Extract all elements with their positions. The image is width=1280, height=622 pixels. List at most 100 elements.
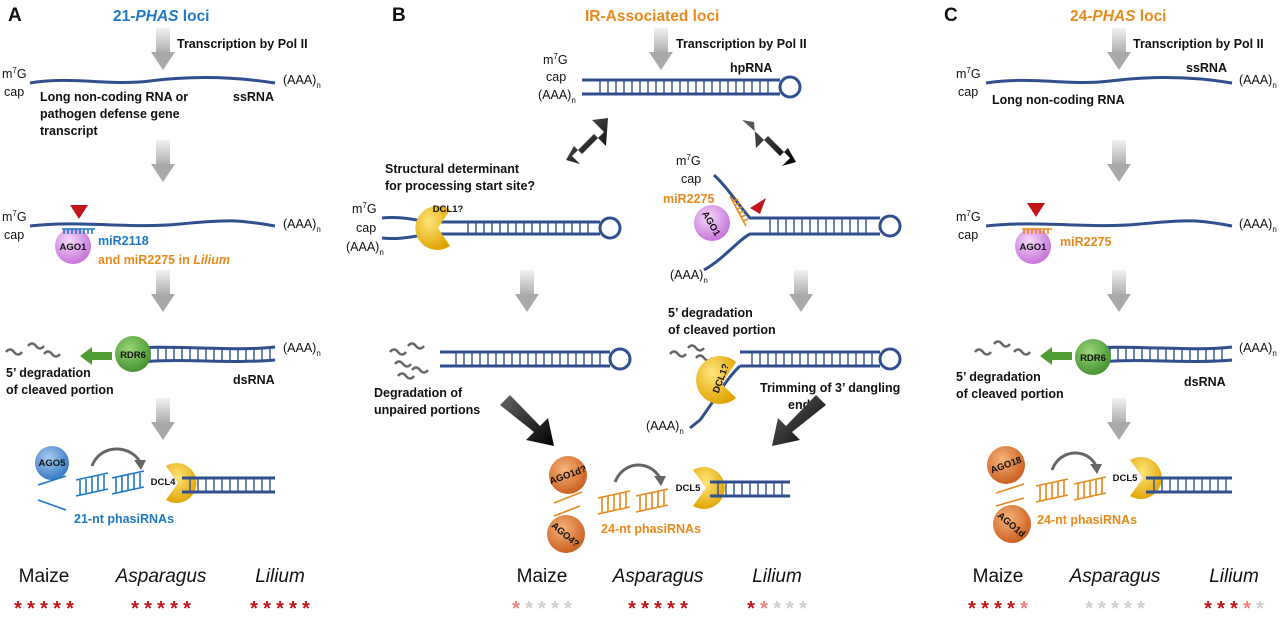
desc-line-2: pathogen defense gene	[40, 107, 180, 121]
step-arrow-head	[1107, 52, 1131, 70]
dcl1-substrate	[381, 216, 600, 240]
rating-star: *	[564, 598, 572, 617]
recycling-arrow	[90, 447, 142, 467]
rdr6-protein	[115, 336, 151, 372]
species-label: Lilium	[752, 566, 802, 587]
rating-star: *	[131, 598, 139, 617]
mirna-duplex	[1022, 228, 1052, 234]
step-arrow-head	[649, 52, 673, 70]
cap-label: cap	[4, 85, 24, 99]
rating-star: *	[1137, 598, 1145, 617]
polya-label: (AAA)n	[1239, 217, 1277, 234]
rating-star: *	[144, 598, 152, 617]
rating-star: *	[628, 598, 636, 617]
species-label: Maize	[973, 566, 1024, 587]
ssrna-label: ssRNA	[233, 90, 274, 104]
step-arrow-head	[151, 422, 175, 440]
cleavage-site-marker	[750, 198, 766, 214]
step-arrow-head	[1107, 164, 1131, 182]
rating-star: *	[786, 598, 794, 617]
step-arrow	[156, 270, 170, 296]
ago1-label: AGO1	[60, 242, 88, 253]
step-arrow-head	[1107, 422, 1131, 440]
ago1-protein	[694, 205, 730, 241]
panel-b-letter: B	[392, 5, 406, 26]
ago4-protein	[547, 515, 585, 553]
recycling-arrow-head	[134, 460, 146, 470]
species-ratings: Maize * * * * * Asparagus * * * * * Lilium * * * * * Maize…	[14, 566, 1264, 620]
rating-star: *	[66, 598, 74, 617]
step-arrow	[520, 270, 534, 296]
degraded-fragments	[389, 342, 429, 380]
rdr6-direction-arrow	[80, 347, 112, 365]
dsrna-bottom-strand	[139, 358, 276, 364]
step-arrow-head	[1107, 294, 1131, 312]
mirna-label: miR2275	[663, 192, 714, 206]
rating-star: *	[250, 598, 258, 617]
target-strand	[29, 219, 276, 228]
polya-label: (AAA)n	[1239, 73, 1277, 90]
rating-star: *	[14, 598, 22, 617]
polya-label: (AAA)n	[346, 240, 384, 257]
phasirna-label: 24-nt phasiRNAs	[601, 522, 701, 536]
dsrna-substrate-rungs	[717, 483, 783, 495]
rating-star: *	[289, 598, 297, 617]
struct-line-1: Structural determinant	[385, 162, 520, 176]
ago1d-protein	[993, 505, 1031, 543]
panel-b-title: IR-Associated loci	[585, 8, 719, 25]
desc-line-3: transcript	[40, 124, 98, 138]
target-strand	[985, 219, 1233, 228]
desc-line-1: Long non-coding RNA	[992, 93, 1125, 107]
rating-star: *	[1243, 598, 1251, 617]
degraded-fragments	[974, 340, 1031, 356]
cap-label: cap	[546, 70, 566, 84]
recycling-arrow-head	[654, 476, 666, 486]
hprna-rungs	[599, 81, 769, 93]
rating-star: *	[799, 598, 807, 617]
dsrna-substrate	[710, 480, 790, 498]
rating-star: *	[1085, 598, 1093, 617]
step-arrow-head	[151, 52, 175, 70]
step-arrow	[1112, 140, 1126, 166]
rating-star: *	[525, 598, 533, 617]
hprna-stem	[582, 78, 780, 96]
rating-star: *	[981, 598, 989, 617]
degraded-fragments	[669, 344, 713, 362]
processed-hprna-rungs	[455, 353, 601, 365]
cleavage-site-marker	[1027, 203, 1045, 217]
polya-label: (AAA)n	[670, 268, 708, 285]
rating-star: *	[667, 598, 675, 617]
rating-star: *	[1256, 598, 1264, 617]
hprna-label: hpRNA	[730, 61, 772, 75]
dcl5-protein	[693, 466, 725, 509]
rating-star: *	[1020, 598, 1028, 617]
step-arrow-head	[515, 294, 539, 312]
ago5-label: AGO5	[39, 458, 67, 469]
rating-star: *	[1111, 598, 1119, 617]
species-label: Asparagus	[115, 566, 207, 587]
rating-star: *	[263, 598, 271, 617]
rating-star: *	[276, 598, 284, 617]
degradation-line-1: 5’ degradation	[668, 306, 753, 320]
recycling-arrow-head	[1090, 464, 1102, 474]
dsrna-rungs	[149, 348, 271, 361]
cleaved-hprna-rungs	[769, 219, 867, 233]
processed-hprna	[440, 350, 610, 368]
step-arrow	[156, 398, 170, 424]
mirna-duplex	[729, 195, 749, 227]
species-label: Maize	[517, 566, 568, 587]
merge-arrow-right	[772, 395, 826, 446]
dcl1-protein	[696, 356, 736, 404]
hprna-loop	[778, 75, 802, 99]
unpaired-line-1: Degradation of	[374, 386, 463, 400]
rating-star: *	[654, 598, 662, 617]
m7g-label: m7G	[676, 153, 701, 168]
trimming-line-1: Trimming of 3’ dangling	[760, 381, 900, 395]
dcl5-label: DCL5	[676, 483, 702, 494]
struct-line-2: for processing start site?	[385, 179, 535, 193]
m7g-label: m7G	[2, 209, 27, 224]
rating-star: *	[773, 598, 781, 617]
degradation-line-1: 5’ degradation	[956, 370, 1041, 384]
cleavage-site-marker	[70, 205, 88, 219]
